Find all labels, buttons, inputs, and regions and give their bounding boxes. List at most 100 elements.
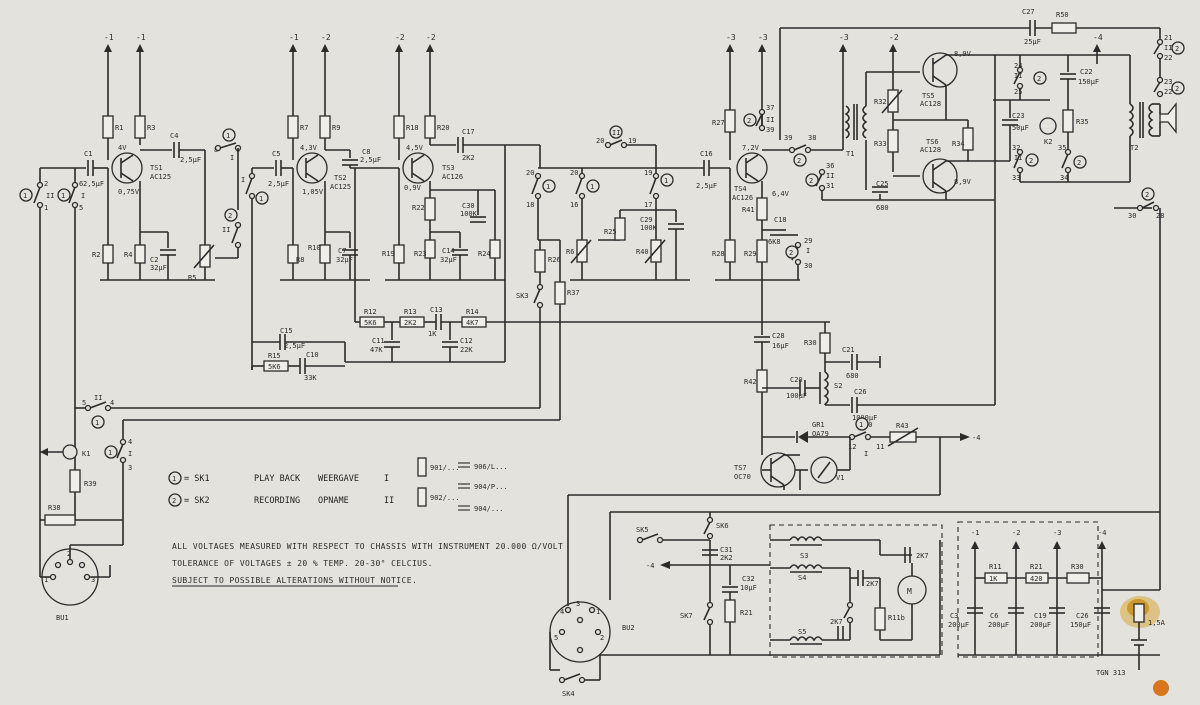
svg-text:-3: -3 [726, 33, 736, 42]
svg-text:SK5: SK5 [636, 526, 649, 534]
svg-text:-2: -2 [321, 33, 331, 42]
svg-text:32µF: 32µF [150, 264, 167, 272]
svg-text:20: 20 [526, 169, 534, 177]
svg-text:V1: V1 [836, 474, 844, 482]
svg-text:R5: R5 [188, 274, 196, 282]
svg-text:2: 2 [1029, 157, 1033, 165]
svg-text:-1: -1 [971, 529, 979, 537]
svg-text:2K7: 2K7 [866, 580, 879, 588]
coupling-c4: C4 2,5µF [140, 132, 205, 164]
svg-text:C5: C5 [272, 150, 280, 158]
svg-text:TS7: TS7 [734, 464, 747, 472]
svg-text:22: 22 [1164, 54, 1172, 62]
svg-text:SK3: SK3 [516, 292, 529, 300]
rc-network-r15: C15 2,5µF 5K6 R15 C10 33K [252, 327, 346, 382]
supply-rails: -1 -1 -1 -2 -2 -2 -3 -3 [104, 33, 1103, 130]
svg-text:2: 2 [747, 117, 751, 125]
svg-text:R22: R22 [412, 204, 425, 212]
svg-text:R40: R40 [636, 248, 649, 256]
svg-text:2: 2 [1175, 85, 1179, 93]
svg-text:906/L...: 906/L... [474, 463, 508, 471]
switch-group-a: 1 89 I R5 2 II [188, 128, 242, 282]
svg-text:4V: 4V [118, 144, 127, 152]
svg-text:I: I [241, 176, 245, 184]
svg-text:R1: R1 [115, 124, 123, 132]
svg-text:30: 30 [804, 262, 812, 270]
svg-text:R41: R41 [742, 206, 755, 214]
rail-10: -2 [889, 33, 899, 64]
svg-text:39: 39 [784, 134, 792, 142]
ts2-transistor [296, 152, 328, 184]
svg-text:S2: S2 [834, 382, 842, 390]
svg-text:16µF: 16µF [772, 342, 789, 350]
svg-text:1: 1 [596, 608, 600, 616]
svg-text:5: 5 [554, 634, 558, 642]
svg-text:100K: 100K [640, 224, 658, 232]
svg-text:R30: R30 [1071, 563, 1084, 571]
svg-text:BU1: BU1 [56, 614, 69, 622]
svg-text:R2: R2 [92, 251, 100, 259]
svg-text:I: I [81, 192, 85, 200]
svg-text:C27: C27 [1022, 8, 1035, 16]
svg-text:8,9V: 8,9V [954, 178, 972, 186]
svg-text:100K: 100K [460, 210, 478, 218]
svg-text:R50: R50 [1056, 11, 1069, 19]
svg-text:1: 1 [590, 183, 594, 191]
svg-text:2,5µF: 2,5µF [83, 180, 104, 188]
svg-text:37: 37 [766, 104, 774, 112]
legend-sk1: 1 = SK1 PLAY BACK WEERGAVE I [168, 471, 389, 485]
coupling-c5: C5 2,5µF [268, 150, 293, 188]
svg-text:5K6: 5K6 [364, 319, 377, 327]
svg-text:20: 20 [596, 137, 604, 145]
svg-text:C13: C13 [430, 306, 443, 314]
svg-text:39: 39 [766, 126, 774, 134]
svg-text:R35: R35 [1076, 118, 1089, 126]
svg-text:680: 680 [876, 204, 889, 212]
svg-text:C21: C21 [842, 346, 855, 354]
svg-text:1: 1 [95, 419, 99, 427]
svg-text:2: 2 [797, 157, 801, 165]
svg-text:150µF: 150µF [1078, 78, 1099, 86]
svg-text:R43: R43 [896, 422, 909, 430]
svg-text:0,9V: 0,9V [404, 184, 422, 192]
svg-text:36: 36 [826, 162, 834, 170]
svg-text:902/...: 902/... [430, 494, 460, 502]
svg-text:R10: R10 [308, 244, 321, 252]
svg-text:7,2V: 7,2V [742, 144, 760, 152]
svg-text:II: II [222, 226, 230, 234]
svg-text:-2: -2 [889, 33, 899, 42]
svg-text:R30: R30 [804, 339, 817, 347]
rail-3: -1 [289, 33, 299, 120]
rail-6: -2 [426, 33, 436, 120]
svg-text:R8: R8 [296, 256, 304, 264]
svg-text:C3: C3 [950, 612, 958, 620]
svg-text:R39: R39 [84, 480, 97, 488]
svg-text:2,5µF: 2,5µF [268, 180, 289, 188]
svg-text:5: 5 [79, 204, 83, 212]
svg-text:-3: -3 [758, 33, 768, 42]
svg-text:32: 32 [1012, 144, 1020, 152]
svg-text:C25: C25 [876, 180, 889, 188]
svg-text:24: 24 [1014, 62, 1022, 70]
svg-text:420: 420 [1030, 575, 1043, 583]
coupling-c8: C8 2,5µF [325, 148, 399, 169]
svg-text:1: 1 [546, 183, 550, 191]
rail-2: -1 [136, 33, 146, 120]
svg-text:6K8: 6K8 [768, 238, 781, 246]
svg-text:50µF: 50µF [1012, 124, 1029, 132]
svg-text:4: 4 [128, 438, 132, 446]
svg-text:31: 31 [826, 182, 834, 190]
svg-text:TS5: TS5 [922, 92, 935, 100]
svg-text:C10: C10 [306, 351, 319, 359]
svg-text:2K2: 2K2 [720, 554, 733, 562]
svg-text:-1: -1 [104, 33, 114, 42]
svg-text:S4: S4 [798, 574, 806, 582]
svg-text:-4: -4 [1093, 33, 1103, 42]
svg-text:2K7: 2K7 [916, 552, 929, 560]
svg-text:C8: C8 [362, 148, 370, 156]
svg-text:16: 16 [570, 201, 578, 209]
svg-text:C30: C30 [462, 202, 475, 210]
svg-text:OPNAME: OPNAME [318, 496, 349, 506]
